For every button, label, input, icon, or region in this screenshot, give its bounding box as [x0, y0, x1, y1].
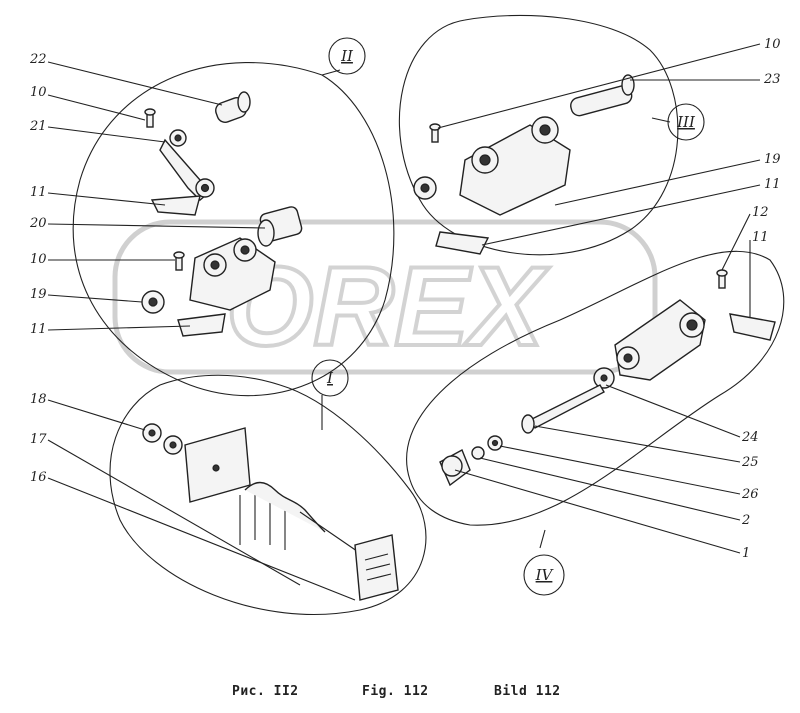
- rivet-10-c: [429, 123, 441, 143]
- caption-english: Fig. 112: [362, 684, 429, 699]
- view-marker-4: IV: [523, 554, 565, 596]
- view-marker-1: I: [311, 359, 349, 397]
- callout-19: 19: [30, 287, 47, 302]
- nut-19-b: [413, 176, 437, 200]
- view-marker-3: III: [667, 103, 705, 141]
- rivet-12: [716, 269, 728, 289]
- bracket-right: [459, 116, 571, 216]
- callout-17: 17: [30, 432, 47, 447]
- view-label-4: IV: [535, 566, 555, 584]
- callout-16: 16: [30, 470, 47, 485]
- caption-russian: Рис. II2: [232, 684, 299, 699]
- detail-view-1: [109, 374, 427, 615]
- spring-assembly: [239, 481, 371, 561]
- nuts-18: [142, 423, 183, 455]
- callout-11: 11: [30, 322, 47, 337]
- callout-11: 11: [30, 185, 47, 200]
- callout-11: 11: [752, 230, 769, 245]
- callout-25: 25: [741, 455, 759, 470]
- pin-22: [215, 91, 251, 123]
- nut-19-a: [141, 290, 165, 314]
- callout-2: 2: [741, 513, 750, 528]
- callout-24: 24: [741, 430, 759, 445]
- callout-18: 18: [30, 392, 47, 407]
- rivet-10-a: [144, 108, 156, 128]
- callout-26: 26: [741, 487, 759, 502]
- rivet-10-b: [173, 251, 185, 271]
- cap-1: [439, 449, 471, 487]
- pin-23: [570, 74, 635, 117]
- detail-view-4: [406, 250, 785, 526]
- callout-10: 10: [764, 37, 781, 52]
- washer-24: [593, 367, 615, 389]
- callout-1: 1: [742, 546, 750, 561]
- cotter-11-b: [177, 313, 226, 337]
- plate: [184, 427, 251, 503]
- caption-german: Bild 112: [494, 684, 561, 699]
- callout-11: 11: [764, 177, 781, 192]
- view-label-3: III: [676, 113, 696, 131]
- washer-2: [471, 446, 485, 460]
- callout-22: 22: [29, 52, 47, 67]
- link-21: [159, 129, 215, 201]
- callout-10: 10: [30, 85, 47, 100]
- detail-view-3: [398, 14, 679, 256]
- view-marker-2: II: [328, 37, 366, 75]
- callout-labels: 22 10 21 11 20 10 19 11 18 17 16 10 23 1…: [29, 37, 781, 561]
- nut-26: [487, 435, 503, 451]
- detail-view-2: [72, 62, 395, 397]
- sleeve-20: [257, 206, 303, 247]
- callout-23: 23: [763, 72, 781, 87]
- plate-16: [354, 534, 399, 601]
- callout-20: 20: [29, 216, 47, 231]
- bracket-upper: [189, 237, 276, 311]
- callout-19: 19: [764, 152, 781, 167]
- leader-lines: [47, 43, 761, 601]
- clevis-assembly: [614, 299, 706, 381]
- bolt-25: [521, 384, 605, 434]
- cotter-11-c: [435, 231, 490, 255]
- callout-12: 12: [752, 205, 769, 220]
- cotter-11-d: [729, 313, 776, 341]
- callout-21: 21: [29, 119, 47, 134]
- cotter-11-a: [150, 195, 201, 216]
- view-label-2: II: [340, 47, 354, 65]
- view-label-1: I: [326, 369, 334, 387]
- callout-10: 10: [30, 252, 47, 267]
